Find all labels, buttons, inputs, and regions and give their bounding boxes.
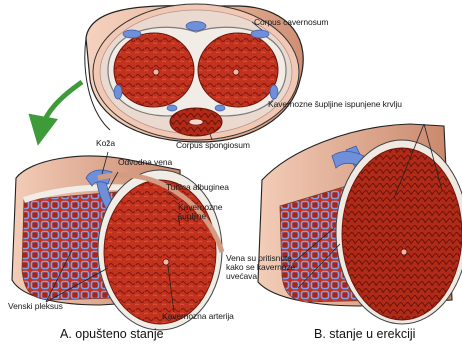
label-corpus-spongiosum: Corpus spongiosum [176,141,250,150]
label-vena-pritisnuta: Vena su pritisnute kako se kavernoze uve… [226,254,304,281]
label-odvodna-vena: Odvodna vena [118,158,172,167]
transition-arrow [40,82,82,134]
label-corpus-cavernosum: Corpus cavernosum [254,18,328,27]
label-tunica-albuginea: Tunica albuginea [166,183,229,192]
label-venski-pleksus: Venski pleksus [8,302,63,311]
label-kavernozne-supljine: Kavernozne šupljine [178,203,234,221]
label-ispunjene-krvlju: Kavernozne šupljine ispunjene krvlju [268,100,402,109]
erect-cavernous-tissue [342,148,462,320]
label-kavernozna-arterija: Kavernozna arterija [162,312,234,321]
caption-erect: B. stanje u erekciji [314,327,415,341]
caption-relaxed: A. opušteno stanje [60,327,164,341]
erect-state-section [258,124,462,324]
label-koza: Koža [96,139,115,148]
